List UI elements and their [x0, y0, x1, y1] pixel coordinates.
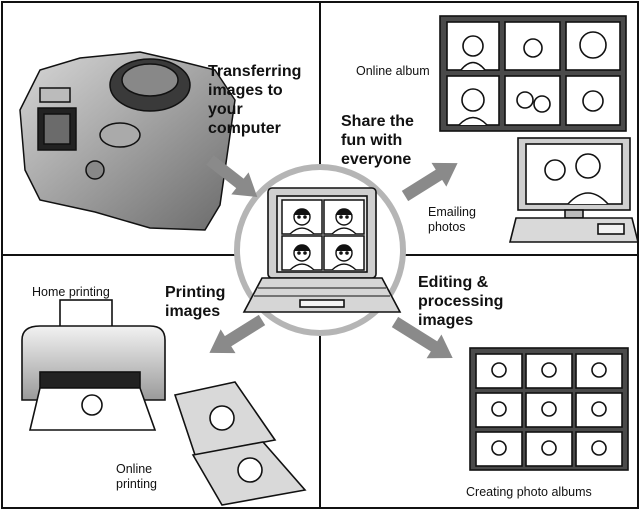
arrow-icon	[209, 314, 266, 354]
photo-albums-label: Creating photo albums	[466, 485, 592, 499]
arrow-icon	[391, 316, 453, 359]
arrow-icon	[206, 155, 258, 197]
online-printing-label: Online printing	[116, 462, 157, 491]
emailing-label: Emailing photos	[428, 205, 476, 234]
home-printing-label: Home printing	[32, 285, 110, 299]
editing-label: Editing & processing images	[418, 274, 504, 329]
photo-album-icon	[469, 347, 629, 471]
share-label: Share the fun with everyone	[341, 113, 414, 168]
printer-icon	[21, 299, 166, 431]
camera-icon	[19, 51, 236, 231]
online-album-label: Online album	[356, 64, 430, 78]
desktop-computer-icon	[508, 137, 640, 243]
photo-album-icon	[439, 15, 627, 132]
transfer-label: Transferring images to your computer	[208, 63, 302, 137]
printing-label: Printing images	[165, 284, 226, 320]
printed-photo-icon	[173, 381, 307, 506]
laptop-icon	[242, 187, 402, 313]
arrow-icon	[401, 162, 458, 202]
